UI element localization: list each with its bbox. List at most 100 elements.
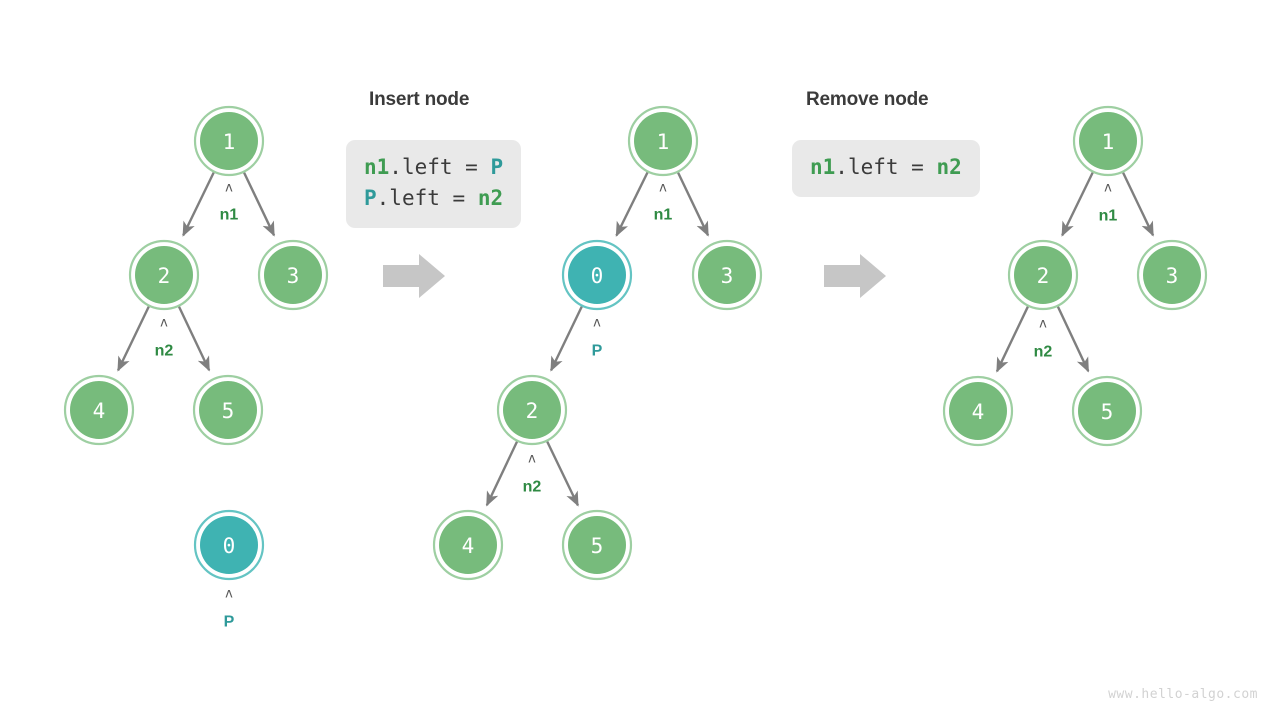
tree-node-1[interactable]: 1 bbox=[627, 105, 699, 177]
pointer-label-n2: ʌ n2 bbox=[155, 316, 174, 360]
code-line-insert-1: n1.left = P bbox=[364, 152, 503, 183]
node-outer-ring bbox=[561, 509, 633, 581]
code-token-n1-r: n1 bbox=[810, 155, 836, 179]
pointer-name: P bbox=[224, 614, 235, 631]
code-token-n2: n2 bbox=[477, 186, 504, 210]
pointer-label-n2: ʌn2 bbox=[523, 452, 542, 496]
node-circle bbox=[568, 516, 626, 574]
code-token-left-assign: .left = bbox=[389, 155, 491, 179]
tree-node-0[interactable]: 0 bbox=[561, 239, 633, 311]
node-circle bbox=[135, 246, 193, 304]
node-outer-ring bbox=[561, 239, 633, 311]
node-value: 3 bbox=[721, 264, 734, 288]
tree-edge bbox=[485, 441, 519, 507]
node-outer-ring bbox=[192, 374, 264, 446]
caret-up-icon: ʌ bbox=[593, 316, 601, 331]
pointer-label-n1: ʌn1 bbox=[654, 181, 673, 224]
code-box-remove: n1.left = n2 bbox=[792, 140, 980, 197]
watermark: www.hello-algo.com bbox=[1108, 687, 1258, 702]
tree-node-5[interactable]: 5 bbox=[1071, 375, 1143, 447]
node-outer-ring bbox=[193, 509, 265, 581]
node-circle bbox=[634, 112, 692, 170]
node-outer-ring bbox=[432, 509, 504, 581]
tree-edge bbox=[243, 172, 276, 237]
tree-node-3[interactable]: 3 bbox=[691, 239, 763, 311]
tree-edge bbox=[615, 171, 649, 237]
tree-node-5[interactable]: 5 bbox=[192, 374, 264, 446]
node-value: 4 bbox=[93, 399, 106, 423]
node-circle bbox=[503, 381, 561, 439]
step-arrow-2 bbox=[824, 254, 886, 298]
node-outer-ring bbox=[1007, 239, 1079, 311]
tree-edge bbox=[995, 306, 1029, 373]
node-circle bbox=[949, 382, 1007, 440]
code-token-p: P bbox=[490, 155, 504, 179]
pointer-name: n2 bbox=[523, 479, 542, 496]
node-value: 0 bbox=[591, 264, 604, 288]
tree-node-3[interactable]: 3 bbox=[1136, 239, 1208, 311]
pointer-name: n2 bbox=[1034, 344, 1053, 361]
tree-node-1[interactable]: 1 bbox=[193, 105, 265, 177]
node-outer-ring bbox=[257, 239, 329, 311]
caret-up-icon: ʌ bbox=[160, 316, 168, 331]
pointer-name: n2 bbox=[155, 343, 174, 360]
pointer-label-P: ʌP bbox=[224, 587, 235, 631]
node-value: 2 bbox=[158, 264, 171, 288]
node-value: 3 bbox=[1166, 264, 1179, 288]
tree-edge bbox=[550, 306, 583, 372]
node-circle bbox=[200, 516, 258, 574]
tree-edge bbox=[177, 306, 211, 372]
node-outer-ring bbox=[63, 374, 135, 446]
code-token-left-assign-r: .left = bbox=[835, 155, 937, 179]
tree-node-4[interactable]: 4 bbox=[942, 375, 1014, 447]
tree-edge bbox=[1122, 172, 1155, 237]
node-outer-ring bbox=[128, 239, 200, 311]
tree-left: 1 2 3 4 5 0 ʌ n1 ʌ n2 ʌP bbox=[63, 105, 329, 631]
node-outer-ring bbox=[1136, 239, 1208, 311]
tree-edge bbox=[677, 172, 710, 237]
tree-node-0[interactable]: 0 bbox=[193, 509, 265, 581]
node-circle bbox=[199, 381, 257, 439]
code-line-insert-2: P.left = n2 bbox=[364, 183, 503, 214]
node-outer-ring bbox=[942, 375, 1014, 447]
node-value: 2 bbox=[526, 399, 539, 423]
node-value: 1 bbox=[657, 130, 670, 154]
tree-node-1[interactable]: 1 bbox=[1072, 105, 1144, 177]
pointer-label-P: ʌP bbox=[592, 316, 603, 360]
tree-node-4[interactable]: 4 bbox=[432, 509, 504, 581]
node-value: 4 bbox=[972, 400, 985, 424]
node-circle bbox=[70, 381, 128, 439]
node-circle bbox=[200, 112, 258, 170]
node-circle bbox=[1143, 246, 1201, 304]
panel-title-insert: Insert node bbox=[369, 89, 470, 110]
node-outer-ring bbox=[496, 374, 568, 446]
node-circle bbox=[698, 246, 756, 304]
code-token-p2: P bbox=[364, 186, 377, 210]
caret-up-icon: ʌ bbox=[225, 181, 233, 196]
node-outer-ring bbox=[627, 105, 699, 177]
tree-edge bbox=[546, 441, 579, 507]
code-line-remove-1: n1.left = n2 bbox=[810, 152, 962, 183]
tree-node-4[interactable]: 4 bbox=[63, 374, 135, 446]
pointer-name: n1 bbox=[220, 207, 239, 224]
tree-edge bbox=[182, 171, 215, 237]
node-circle bbox=[264, 246, 322, 304]
tree-node-3[interactable]: 3 bbox=[257, 239, 329, 311]
node-value: 2 bbox=[1037, 264, 1050, 288]
node-circle bbox=[1078, 382, 1136, 440]
caret-up-icon: ʌ bbox=[659, 181, 667, 196]
tree-node-5[interactable]: 5 bbox=[561, 509, 633, 581]
node-value: 1 bbox=[1102, 130, 1115, 154]
step-arrow-1 bbox=[383, 254, 445, 298]
tree-node-2[interactable]: 2 bbox=[128, 239, 200, 311]
node-value: 1 bbox=[223, 130, 236, 154]
node-value: 5 bbox=[591, 534, 604, 558]
tree-node-2[interactable]: 2 bbox=[496, 374, 568, 446]
tree-edge bbox=[1056, 306, 1090, 373]
code-token-left-assign-2: .left = bbox=[376, 186, 478, 210]
node-circle bbox=[1079, 112, 1137, 170]
tree-node-2[interactable]: 2 bbox=[1007, 239, 1079, 311]
